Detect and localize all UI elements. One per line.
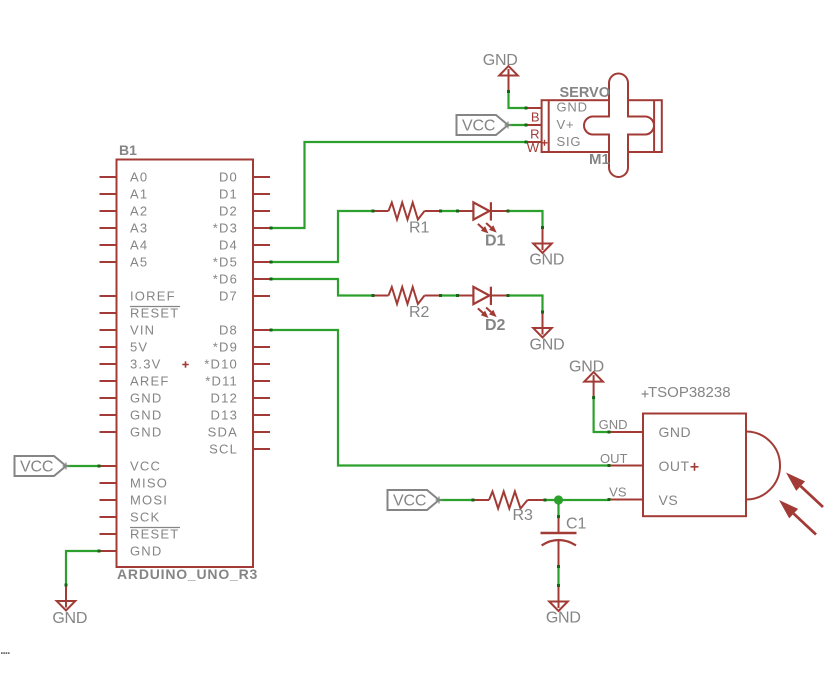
svg-text:RESET: RESET [130, 527, 179, 542]
svg-text:OUT: OUT [659, 458, 690, 474]
svg-text:RESET: RESET [130, 306, 179, 321]
svg-text:5V: 5V [130, 340, 148, 355]
svg-text:R: R [530, 127, 539, 142]
svg-text:*D10: *D10 [204, 357, 238, 372]
svg-text:VCC: VCC [130, 459, 161, 474]
svg-text:GND: GND [130, 544, 163, 559]
svg-text:R2: R2 [409, 304, 430, 321]
svg-text:SERVO: SERVO [560, 85, 611, 101]
svg-text:V+: V+ [557, 117, 575, 132]
svg-text:R1: R1 [409, 220, 430, 237]
svg-text:D8: D8 [219, 323, 238, 338]
svg-text:A3: A3 [130, 221, 148, 236]
svg-text:*D11: *D11 [205, 374, 238, 389]
svg-text:A1: A1 [130, 187, 148, 202]
svg-text:SCK: SCK [130, 510, 160, 525]
svg-text:VCC: VCC [20, 459, 53, 476]
svg-text:A0: A0 [130, 170, 148, 185]
svg-text:B1: B1 [119, 142, 137, 158]
svg-text:D7: D7 [219, 289, 238, 304]
svg-text:OUT: OUT [600, 451, 628, 466]
svg-text:W: W [527, 140, 540, 155]
svg-text:VIN: VIN [130, 323, 155, 338]
svg-text:*D6: *D6 [213, 272, 238, 287]
svg-text:R3: R3 [513, 507, 534, 524]
svg-text:D2: D2 [485, 317, 506, 334]
svg-text:SCL: SCL [209, 442, 238, 457]
svg-text:GND: GND [599, 417, 628, 432]
svg-text:*D9: *D9 [213, 340, 238, 355]
svg-text:GND: GND [130, 425, 163, 440]
svg-text:GND: GND [557, 100, 588, 115]
svg-text:B: B [531, 110, 540, 125]
svg-text:MISO: MISO [130, 476, 168, 491]
svg-text:D13: D13 [211, 408, 238, 423]
svg-text:SIG: SIG [557, 134, 582, 149]
svg-text:D1: D1 [219, 187, 238, 202]
svg-text:D12: D12 [211, 391, 238, 406]
svg-text:GND: GND [130, 391, 163, 406]
svg-text:MOSI: MOSI [130, 493, 168, 508]
svg-text:A5: A5 [130, 255, 148, 270]
svg-text:*D5: *D5 [213, 255, 238, 270]
svg-text:D0: D0 [219, 170, 238, 185]
svg-text:AREF: AREF [130, 374, 169, 389]
svg-text:GND: GND [530, 337, 565, 354]
svg-text:M1: M1 [589, 151, 610, 168]
svg-text:SDA: SDA [208, 425, 238, 440]
svg-text:VCC: VCC [393, 493, 426, 510]
svg-text:3.3V: 3.3V [130, 357, 162, 372]
svg-text:ARDUINO_UNO_R3: ARDUINO_UNO_R3 [117, 566, 258, 582]
svg-text:VCC: VCC [462, 118, 495, 135]
svg-text:VS: VS [659, 492, 679, 508]
svg-text:A2: A2 [130, 204, 148, 219]
svg-text:GND: GND [529, 252, 564, 269]
svg-text:IOREF: IOREF [130, 289, 176, 304]
svg-text:D4: D4 [219, 238, 238, 253]
svg-text:VS: VS [609, 485, 627, 500]
svg-text:GND: GND [659, 424, 692, 440]
svg-text:C1: C1 [566, 516, 587, 533]
svg-text:GND: GND [130, 408, 163, 423]
svg-text:A4: A4 [130, 238, 148, 253]
svg-text:GND: GND [52, 610, 87, 627]
svg-text:GND: GND [546, 610, 581, 627]
svg-text:D1: D1 [485, 232, 506, 249]
svg-text:GND: GND [483, 52, 518, 69]
svg-text:*D3: *D3 [213, 221, 238, 236]
svg-text:D2: D2 [219, 204, 238, 219]
svg-text:GND: GND [569, 359, 604, 376]
svg-text:TSOP38238: TSOP38238 [648, 384, 731, 401]
